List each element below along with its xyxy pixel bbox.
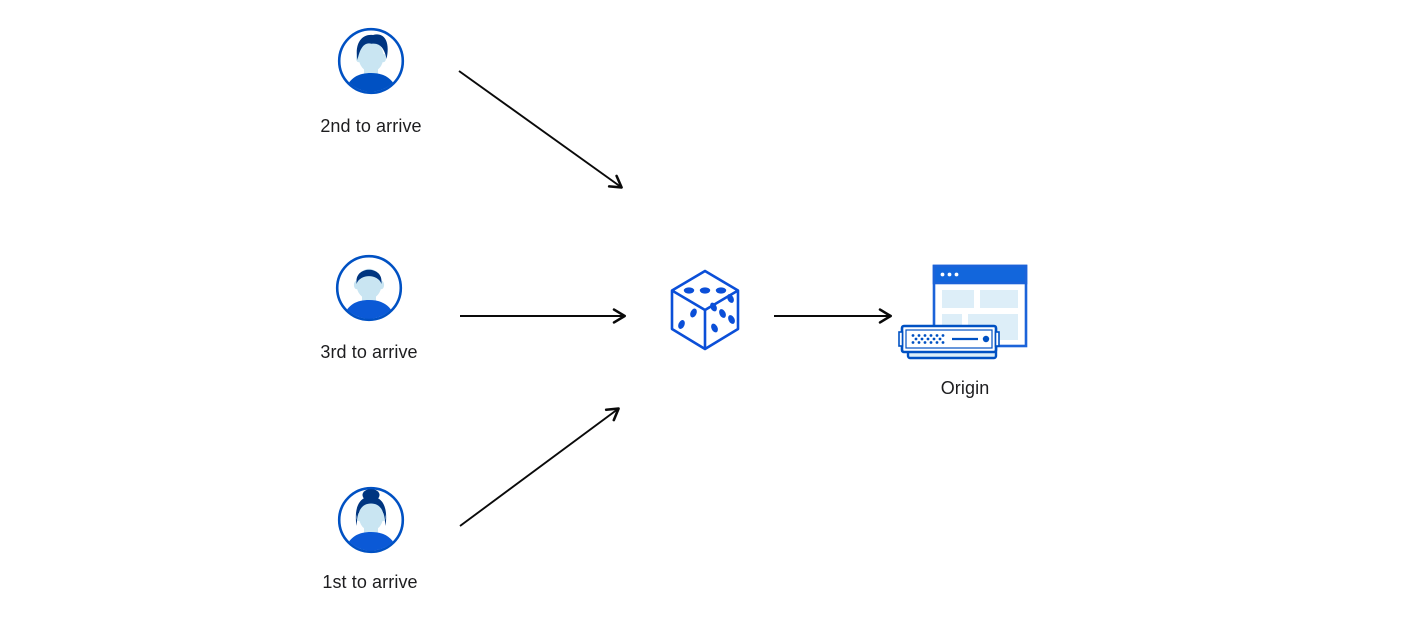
arrow-client-1st-to-dice xyxy=(459,407,620,527)
male-avatar-short-hair-icon xyxy=(335,254,403,322)
server-icon xyxy=(898,324,1000,360)
origin-label: Origin xyxy=(940,378,990,398)
client-node-2nd: 2nd to arrive xyxy=(320,27,422,136)
origin-node: Origin xyxy=(898,262,1030,398)
client-node-3rd: 3rd to arrive xyxy=(320,254,418,362)
female-avatar-bun-icon xyxy=(337,486,405,554)
client-label-3rd: 3rd to arrive xyxy=(320,342,418,362)
random-selector-node xyxy=(667,268,743,357)
dice-icon xyxy=(670,269,740,351)
arrow-client-2nd-to-dice xyxy=(458,70,623,189)
male-avatar-pompadour-icon xyxy=(337,27,405,95)
origin-server-browser-icon xyxy=(898,264,1028,360)
client-label-1st: 1st to arrive xyxy=(322,572,418,592)
client-node-1st: 1st to arrive xyxy=(322,486,418,592)
client-label-2nd: 2nd to arrive xyxy=(320,116,422,136)
